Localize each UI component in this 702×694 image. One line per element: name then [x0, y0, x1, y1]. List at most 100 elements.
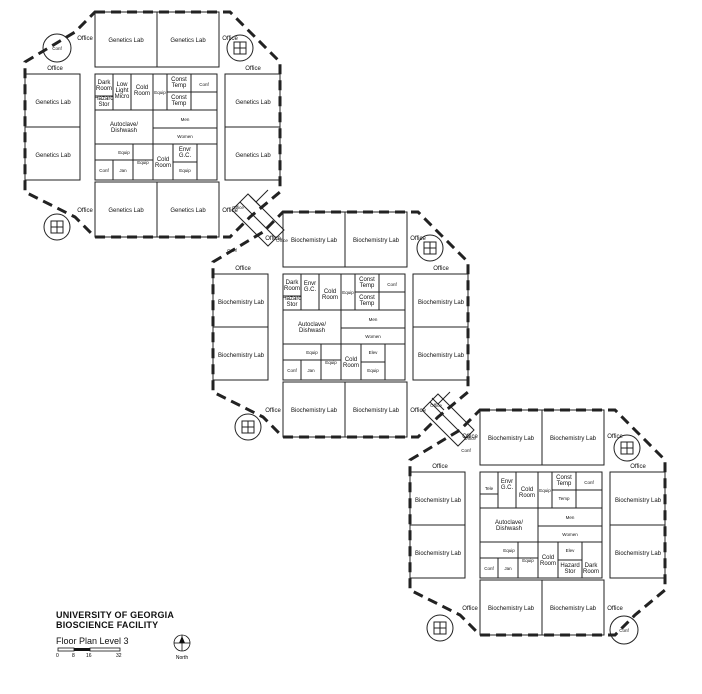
equip-mid-2: Equip: [325, 360, 337, 365]
scale-tick-0: 0: [56, 653, 59, 659]
office-bottom-right: Office: [222, 208, 238, 214]
womens-room: Women: [177, 134, 193, 139]
equip-right: Equip: [179, 168, 191, 173]
office-bottom-right: Office: [607, 606, 623, 612]
office-connector-2: Office: [430, 403, 442, 408]
mens-room: Men: [181, 117, 190, 122]
womens-room-3: Women: [562, 532, 578, 537]
lab-left-top: Genetics Lab: [35, 100, 71, 106]
lab-bottom-right: Genetics Lab: [170, 208, 206, 214]
lab-bottom-left: Biochemistry Lab: [488, 606, 535, 612]
north-compass-icon: North: [173, 634, 191, 661]
office-right-top: Office: [433, 266, 449, 272]
core-conf-bottom: Conf: [99, 168, 109, 173]
lab-left-bottom: Genetics Lab: [35, 153, 71, 159]
conf-label-lower-right: Conf: [619, 628, 629, 633]
office-bottom-left: Office: [77, 208, 93, 214]
conf-connector-2: Conf: [461, 448, 471, 453]
stair-icon-center-left: [234, 413, 262, 441]
office-top-left: Office: [462, 434, 478, 440]
office-left-top: Office: [235, 266, 251, 272]
stair-icon-lower-left: [426, 614, 454, 642]
lab-top-right: Biochemistry Lab: [353, 238, 400, 244]
core-conf-bottom-2: Conf: [287, 368, 297, 373]
mens-room-3: Men: [566, 515, 575, 520]
equip-right-2: Equip: [367, 368, 379, 373]
scale-tick-8: 8: [72, 653, 75, 659]
office-left-top: Office: [47, 66, 63, 72]
office-top-right: Office: [607, 434, 623, 440]
temp-room: Temp: [558, 496, 570, 501]
lab-right-top: Biochemistry Lab: [418, 300, 465, 306]
equip-left-3: Equip: [503, 548, 515, 553]
lab-right-top: Genetics Lab: [235, 100, 271, 106]
equip-top-2: Equip: [342, 290, 354, 295]
autoclave-dishwash-3: Autoclave/Dishwash: [495, 520, 523, 532]
conf-circle-lower-right: [609, 615, 639, 645]
equip-mid: Equip: [137, 160, 149, 165]
autoclave-dishwash-2: Autoclave/Dishwash: [298, 322, 326, 334]
lab-bottom-left: Genetics Lab: [108, 208, 144, 214]
equip-top-3: Equip: [539, 488, 551, 493]
equip-top: Equip: [154, 90, 166, 95]
office-left-top: Office: [432, 464, 448, 470]
scale-bar: [57, 647, 121, 652]
office-connector-1: Office: [232, 205, 244, 210]
core-conf-top: Conf: [199, 82, 209, 87]
lab-top-right: Genetics Lab: [170, 38, 206, 44]
office-top-left: Office: [265, 236, 281, 242]
office-bottom-left: Office: [265, 408, 281, 414]
lab-top-left: Genetics Lab: [108, 38, 144, 44]
elevator-2: Elev: [369, 350, 379, 355]
conf-circle-top-left: [42, 33, 72, 63]
womens-room-2: Women: [365, 334, 381, 339]
office-connector-2b: Office: [464, 436, 476, 441]
lab-bottom-right: Biochemistry Lab: [550, 606, 597, 612]
lab-right-bottom: Biochemistry Lab: [615, 551, 662, 557]
janitor-3: Jan: [504, 566, 512, 571]
office-bottom-right: Office: [410, 408, 426, 414]
stair-icon-center-right: [416, 234, 444, 262]
lab-top-right: Biochemistry Lab: [550, 436, 597, 442]
equip-left-2: Equip: [306, 350, 318, 355]
lab-left-top: Biochemistry Lab: [218, 300, 265, 306]
scale-tick-32: 32: [116, 653, 122, 659]
janitor: Jan: [119, 168, 127, 173]
conf-connector-1: Conf: [227, 248, 237, 253]
lab-left-top: Biochemistry Lab: [415, 498, 462, 504]
office-top-right: Office: [410, 236, 426, 242]
conf-label-top-left: Conf: [52, 46, 62, 51]
office-connector-1b: Office: [276, 238, 288, 243]
facility-title: BIOSCIENCE FACILITY: [56, 620, 159, 630]
lab-right-bottom: Genetics Lab: [235, 153, 271, 159]
lab-right-bottom: Biochemistry Lab: [418, 353, 465, 359]
lab-right-top: Biochemistry Lab: [615, 498, 662, 504]
core-conf-top-2: Conf: [387, 282, 397, 287]
stair-icon-top-right: [226, 34, 254, 62]
office-top-left: Office: [77, 36, 93, 42]
lab-bottom-left: Biochemistry Lab: [291, 408, 338, 414]
office-bottom-left: Office: [462, 606, 478, 612]
stair-icon-lower-right: [613, 434, 641, 462]
lab-bottom-right: Biochemistry Lab: [353, 408, 400, 414]
